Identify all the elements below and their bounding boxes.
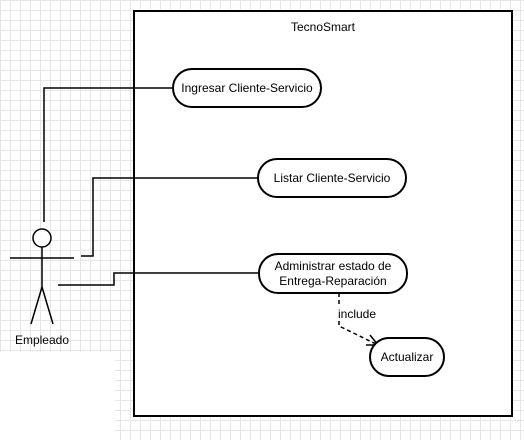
association-listar[interactable] bbox=[81, 177, 258, 257]
usecase-administrar-label-line1: Administrar estado de bbox=[274, 258, 392, 273]
canvas-blank-area bbox=[0, 352, 115, 440]
system-name: TecnoSmart bbox=[290, 20, 356, 34]
actor-left-leg bbox=[30, 286, 43, 325]
usecase-ingresar-cliente-servicio[interactable]: Ingresar Cliente-Servicio bbox=[172, 68, 322, 108]
actor-head bbox=[32, 228, 52, 248]
actor-name: Empleado bbox=[14, 333, 70, 347]
usecase-listar-cliente-servicio[interactable]: Listar Cliente-Servicio bbox=[257, 158, 407, 198]
actor-figure[interactable] bbox=[10, 228, 74, 325]
usecase-administrar-estado[interactable]: Administrar estado de Entrega-Reparación bbox=[258, 253, 408, 294]
usecase-actualizar[interactable]: Actualizar bbox=[369, 337, 445, 377]
usecase-ingresar-label: Ingresar Cliente-Servicio bbox=[181, 80, 313, 95]
association-administrar[interactable] bbox=[58, 272, 259, 286]
actor-right-leg bbox=[41, 286, 54, 325]
usecase-listar-label: Listar Cliente-Servicio bbox=[273, 170, 391, 185]
include-label: include bbox=[336, 307, 379, 321]
usecase-administrar-label-line2: Entrega-Reparación bbox=[279, 273, 387, 288]
usecase-actualizar-label: Actualizar bbox=[380, 349, 434, 364]
association-ingresar[interactable] bbox=[43, 87, 173, 222]
